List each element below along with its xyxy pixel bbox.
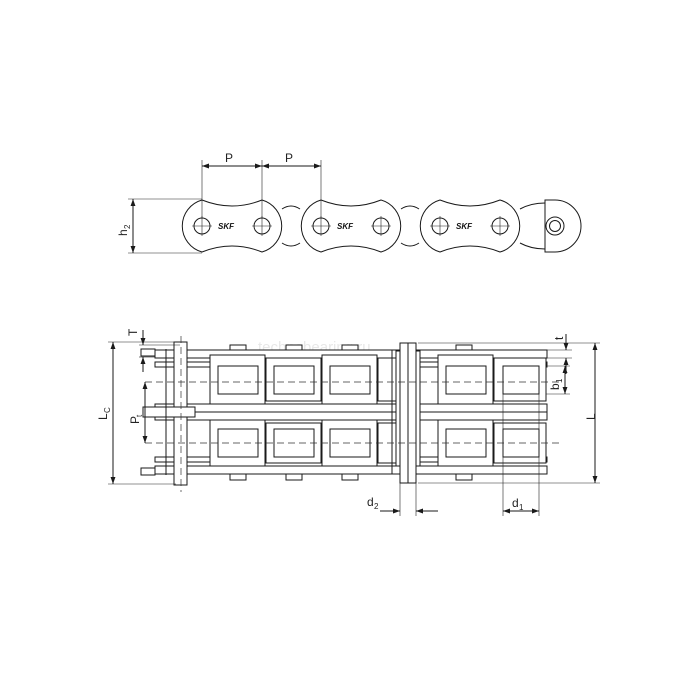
pin-6 — [490, 216, 510, 236]
t-label: t — [552, 336, 566, 340]
link-joint-1b — [281, 242, 301, 247]
link-joint-3b — [519, 242, 546, 250]
link-plate-2 — [300, 199, 402, 253]
L-label: L — [584, 413, 598, 420]
strand-upper — [209, 354, 547, 405]
svg-text:L: L — [96, 413, 110, 420]
b1-label: b 1 — [548, 378, 564, 390]
skf-logo-3: SKF — [456, 222, 473, 231]
side-view: SKF SKF SKF P P h 2 — [116, 151, 582, 254]
link-joint-1 — [281, 205, 301, 210]
svg-text:C: C — [103, 407, 112, 413]
svg-text:d: d — [367, 495, 374, 509]
pin-end — [545, 216, 565, 236]
skf-logo-1: SKF — [218, 222, 235, 231]
link-joint-3 — [519, 202, 546, 210]
pitch-label-2: P — [285, 151, 293, 165]
pin-4 — [371, 216, 391, 236]
svg-text:P: P — [128, 416, 142, 424]
d1-label: d 1 — [512, 496, 524, 512]
svg-text:2: 2 — [123, 224, 132, 229]
pin-5 — [430, 216, 450, 236]
skf-logo-2: SKF — [337, 222, 354, 231]
svg-text:2: 2 — [374, 502, 379, 511]
Pt-label: P t — [128, 414, 144, 424]
svg-text:1: 1 — [555, 378, 564, 383]
link-joint-2b — [400, 242, 420, 247]
T-label: T — [126, 328, 140, 336]
svg-text:1: 1 — [519, 503, 524, 512]
svg-text:h: h — [116, 229, 130, 236]
link-plate-3 — [419, 199, 521, 253]
svg-text:d: d — [512, 496, 519, 510]
central-pin — [391, 342, 421, 484]
link-joint-2 — [400, 205, 420, 210]
svg-text:b: b — [548, 383, 562, 390]
top-view: T L C P t t b 1 L — [96, 328, 600, 516]
h2-label: h 2 — [116, 224, 132, 236]
Lc-label: L C — [96, 407, 112, 420]
pin-heads — [229, 344, 473, 481]
svg-text:t: t — [135, 414, 144, 417]
pitch-label-1: P — [225, 151, 233, 165]
pin-2 — [252, 216, 272, 236]
d2-label: d 2 — [367, 495, 379, 511]
